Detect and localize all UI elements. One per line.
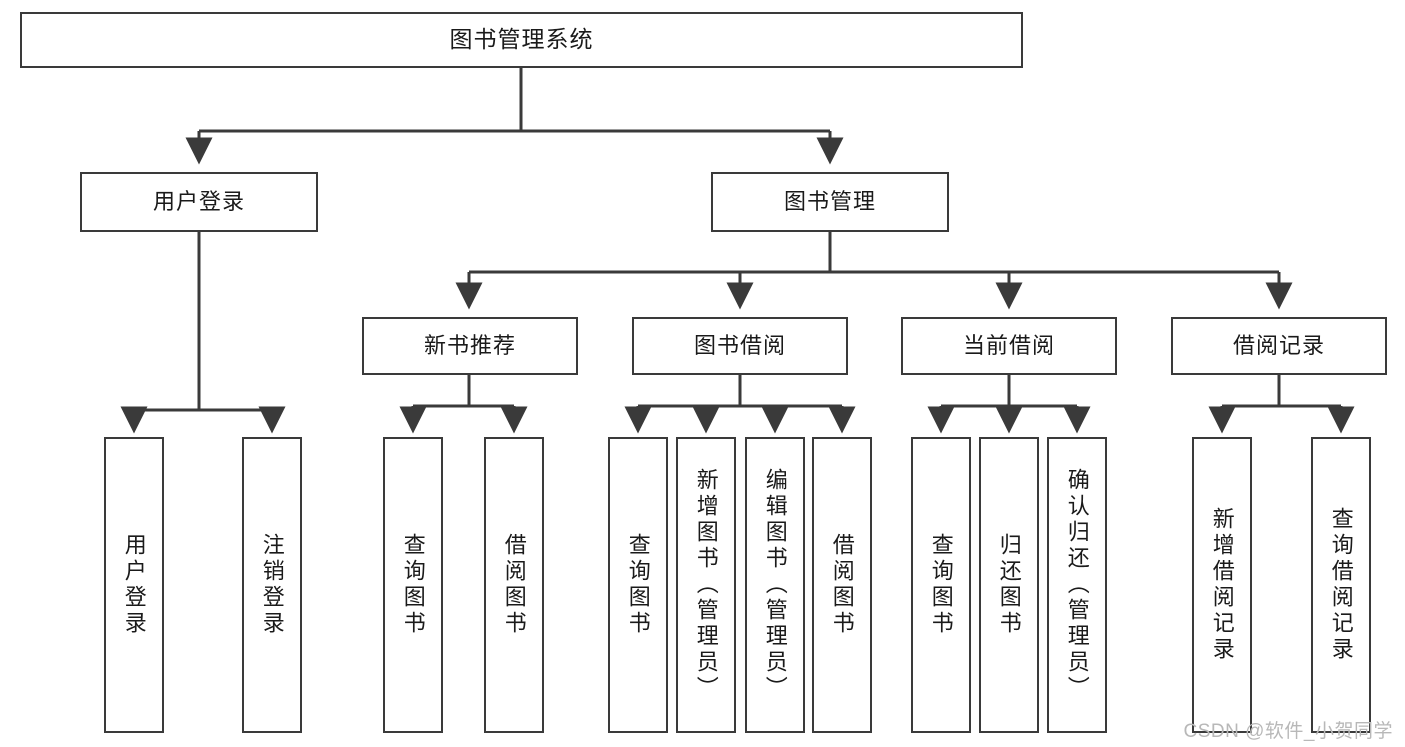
node-label: 查询图书: [625, 533, 651, 637]
node-label: 查询图书: [928, 533, 954, 637]
node-label: 注销登录: [259, 533, 285, 637]
node-label: 归还图书: [996, 533, 1022, 637]
node-new-book-recommendation[interactable]: 新书推荐: [362, 317, 578, 375]
node-label: 用户登录: [121, 533, 147, 637]
node-label: 新增图书（管理员）: [693, 468, 719, 702]
node-book-borrowing[interactable]: 图书借阅: [632, 317, 848, 375]
node-label: 借阅图书: [501, 533, 527, 637]
node-borrowing-record[interactable]: 借阅记录: [1171, 317, 1387, 375]
leaf-query-book-3[interactable]: 查询图书: [911, 437, 971, 733]
node-label: 确认归还（管理员）: [1064, 468, 1090, 702]
node-label: 查询图书: [400, 533, 426, 637]
leaf-user-login[interactable]: 用户登录: [104, 437, 164, 733]
leaf-add-book-admin[interactable]: 新增图书（管理员）: [676, 437, 736, 733]
watermark: CSDN @软件_小贺同学: [1183, 721, 1393, 742]
leaf-user-logout[interactable]: 注销登录: [242, 437, 302, 733]
node-user-login[interactable]: 用户登录: [80, 172, 318, 232]
node-current-borrowing[interactable]: 当前借阅: [901, 317, 1117, 375]
leaf-edit-book-admin[interactable]: 编辑图书（管理员）: [745, 437, 805, 733]
node-label: 编辑图书（管理员）: [762, 468, 788, 702]
leaf-query-book-2[interactable]: 查询图书: [608, 437, 668, 733]
node-book-management[interactable]: 图书管理: [711, 172, 949, 232]
node-label: 借阅图书: [829, 533, 855, 637]
leaf-add-borrowing-record[interactable]: 新增借阅记录: [1192, 437, 1252, 733]
node-label: 当前借阅: [962, 332, 1055, 358]
node-root-book-management-system[interactable]: 图书管理系统: [20, 12, 1023, 68]
node-label: 查询借阅记录: [1328, 507, 1354, 663]
leaf-query-borrowing-record[interactable]: 查询借阅记录: [1311, 437, 1371, 733]
leaf-query-book-1[interactable]: 查询图书: [383, 437, 443, 733]
node-label: 图书管理: [783, 188, 876, 214]
leaf-confirm-return-admin[interactable]: 确认归还（管理员）: [1047, 437, 1107, 733]
leaf-borrow-book-1[interactable]: 借阅图书: [484, 437, 544, 733]
node-label: 借阅记录: [1232, 332, 1325, 358]
leaf-borrow-book-2[interactable]: 借阅图书: [812, 437, 872, 733]
node-label: 新书推荐: [423, 332, 516, 358]
node-label: 图书管理系统: [449, 26, 594, 53]
node-label: 新增借阅记录: [1209, 507, 1235, 663]
node-label: 图书借阅: [693, 332, 786, 358]
leaf-return-book[interactable]: 归还图书: [979, 437, 1039, 733]
node-label: 用户登录: [152, 188, 245, 214]
